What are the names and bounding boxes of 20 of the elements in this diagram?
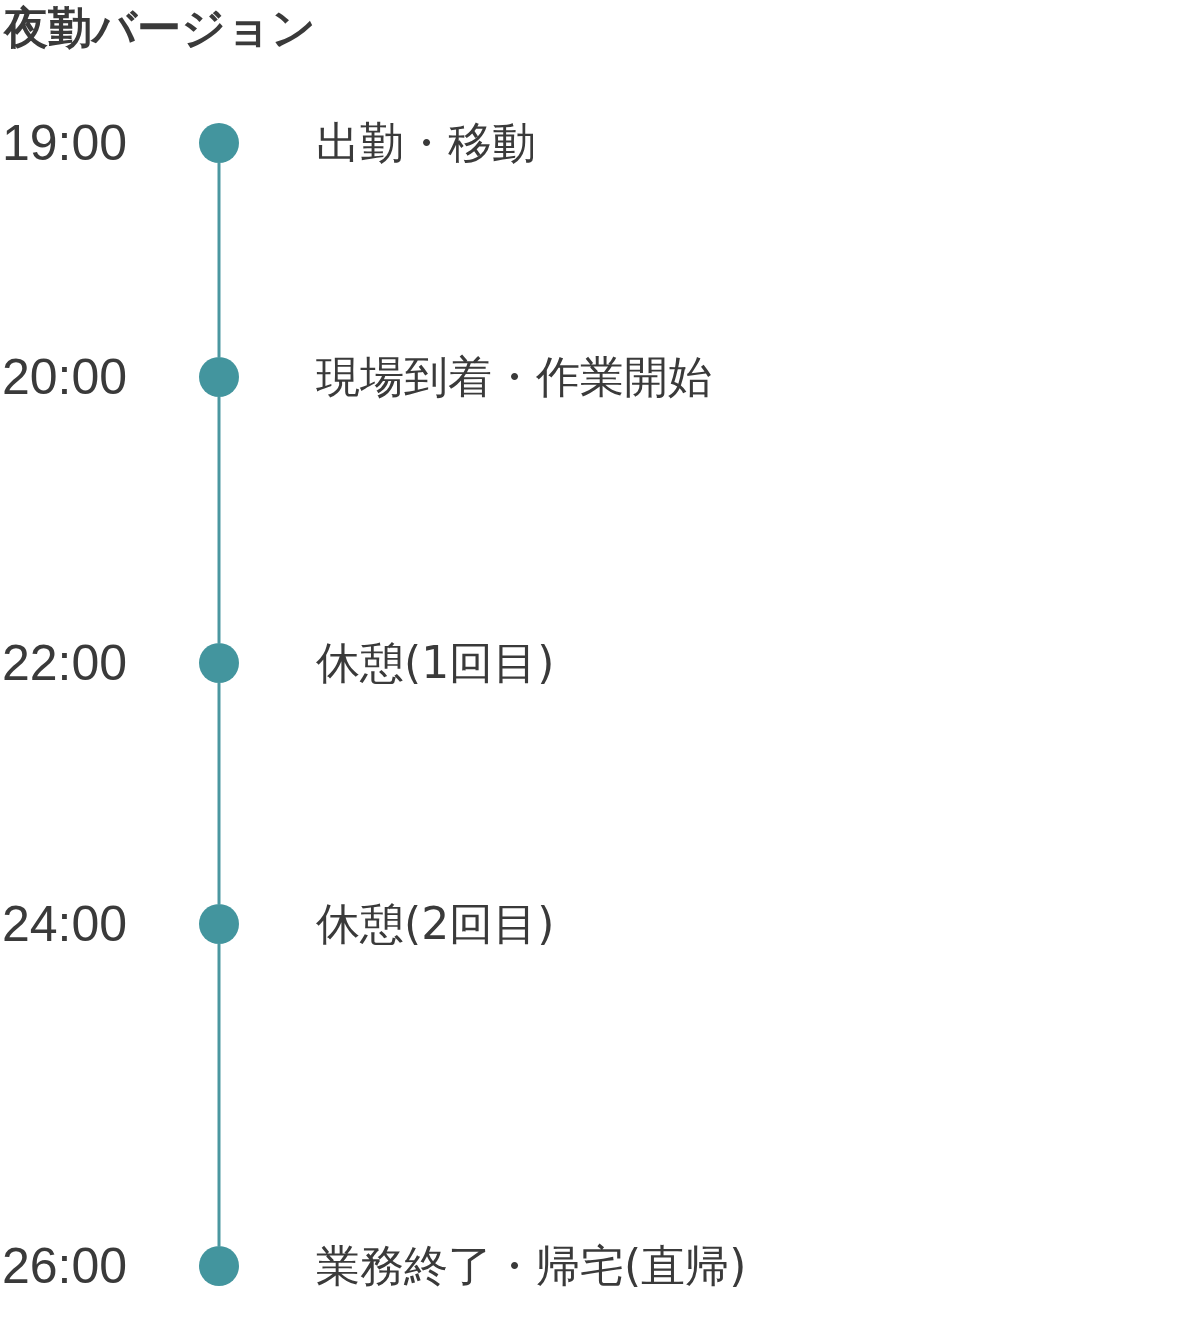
time-label: 22:00 xyxy=(2,635,128,691)
time-label: 26:00 xyxy=(2,1238,128,1294)
event-label: 現場到着・作業開始 xyxy=(316,350,712,404)
timeline-dot xyxy=(199,357,239,397)
event-label: 休憩(1回目) xyxy=(316,636,555,690)
timeline-line xyxy=(217,163,221,357)
timeline-line xyxy=(217,397,221,643)
event-label: 休憩(2回目) xyxy=(316,897,555,951)
timeline-dot xyxy=(199,1246,239,1286)
timeline-dot xyxy=(199,123,239,163)
time-label: 24:00 xyxy=(2,896,128,952)
timeline-dot xyxy=(199,904,239,944)
timeline-line xyxy=(217,683,221,904)
timeline-dot xyxy=(199,643,239,683)
event-label: 業務終了・帰宅(直帰) xyxy=(316,1239,747,1293)
event-label: 出勤・移動 xyxy=(316,116,536,170)
timeline-line xyxy=(217,944,221,1246)
time-label: 20:00 xyxy=(2,349,128,405)
time-label: 19:00 xyxy=(2,115,128,171)
title: 夜勤バージョン xyxy=(4,2,316,54)
